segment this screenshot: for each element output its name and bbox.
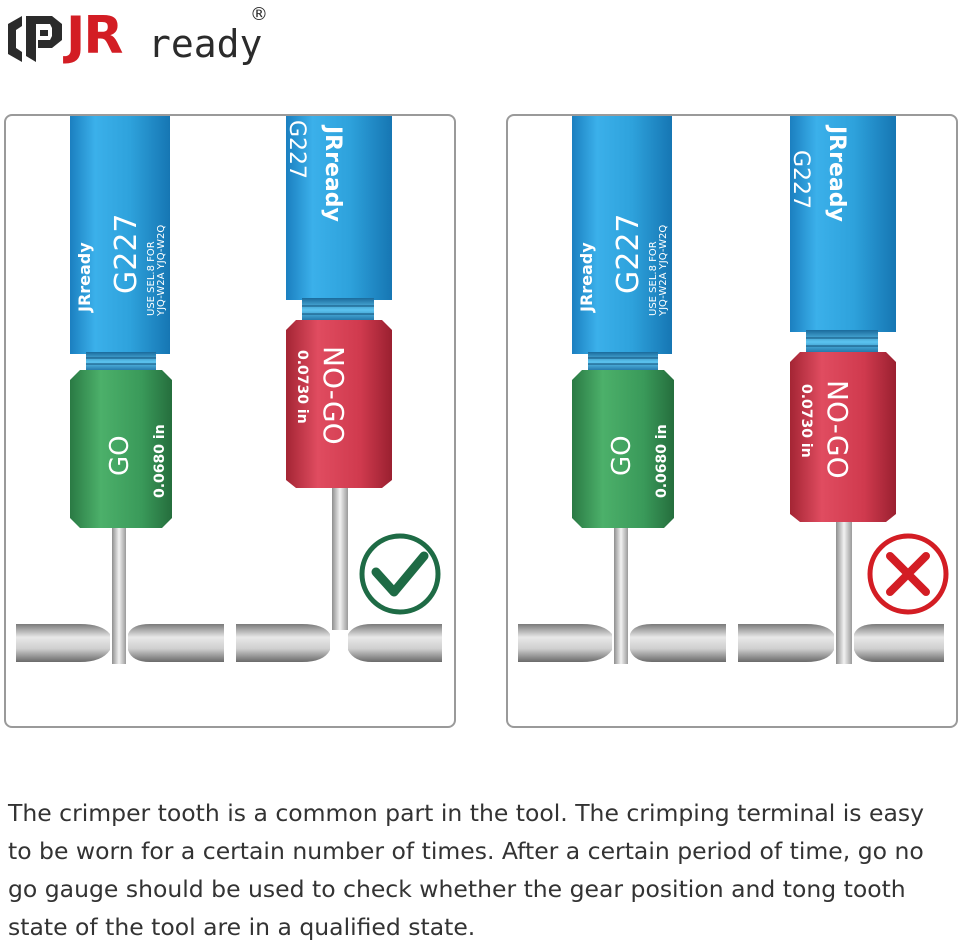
go-gauge: G227 JRready USE SEL.8 FOR YJQ-W2A YJQ-W… — [70, 116, 172, 664]
crimp-jaw-bars — [518, 624, 944, 662]
gauge-illustration-correct: G227 JRready USE SEL.8 FOR YJQ-W2A YJQ-W… — [16, 116, 442, 664]
panel-correct-state: G227 JRready USE SEL.8 FOR YJQ-W2A YJQ-W… — [4, 114, 456, 728]
go-label: GO — [105, 435, 135, 476]
cross-icon — [867, 533, 949, 615]
panel-worn-state: G227 JRready USE SEL.8 FOR YJQ-W2A YJQ-W… — [506, 114, 958, 728]
go-model-label: G227 — [611, 213, 646, 294]
go-size-label: 0.0680 in — [654, 424, 670, 498]
nogo-brand-label: JRready — [320, 124, 345, 222]
go-brand-label: JRready — [577, 242, 596, 313]
nogo-model-label: G227 — [788, 150, 813, 209]
go-brand-label: JRready — [75, 242, 94, 313]
check-icon — [359, 533, 441, 615]
nogo-label: NO-GO — [821, 380, 854, 479]
nogo-size-label: 0.0730 in — [798, 384, 814, 458]
go-usage-line1: USE SEL.8 FOR — [146, 241, 157, 316]
nogo-gauge: G227 JRready NO-GO 0.0730 in — [788, 116, 896, 664]
brand-jr-text: JR — [66, 6, 123, 66]
go-model-label: G227 — [109, 213, 144, 294]
go-gauge: G227 JRready USE SEL.8 FOR YJQ-W2A YJQ-W… — [572, 116, 674, 664]
go-usage-line1: USE SEL.8 FOR — [648, 241, 659, 316]
gauge-illustration-worn: G227 JRready USE SEL.8 FOR YJQ-W2A YJQ-W… — [518, 116, 949, 664]
go-usage-line2: YJQ-W2A YJQ-W2Q — [156, 225, 167, 317]
nogo-label: NO-GO — [317, 346, 350, 445]
nogo-model-label: G227 — [284, 120, 309, 179]
nogo-brand-label: JRready — [824, 124, 849, 222]
nogo-gauge: G227 JRready NO-GO 0.0730 in — [284, 116, 392, 630]
nogo-size-label: 0.0730 in — [294, 350, 310, 424]
brand-ready-text: ready — [148, 22, 263, 66]
brand-logo: JR ready ® — [4, 4, 274, 68]
description-caption: The crimper tooth is a common part in th… — [8, 799, 924, 941]
go-size-label: 0.0680 in — [152, 424, 168, 498]
jrready-logo-icon — [8, 16, 62, 62]
go-usage-line2: YJQ-W2A YJQ-W2Q — [658, 225, 669, 317]
registered-mark: ® — [250, 4, 268, 25]
crimp-jaw-bars — [16, 624, 442, 662]
go-label: GO — [607, 435, 637, 476]
